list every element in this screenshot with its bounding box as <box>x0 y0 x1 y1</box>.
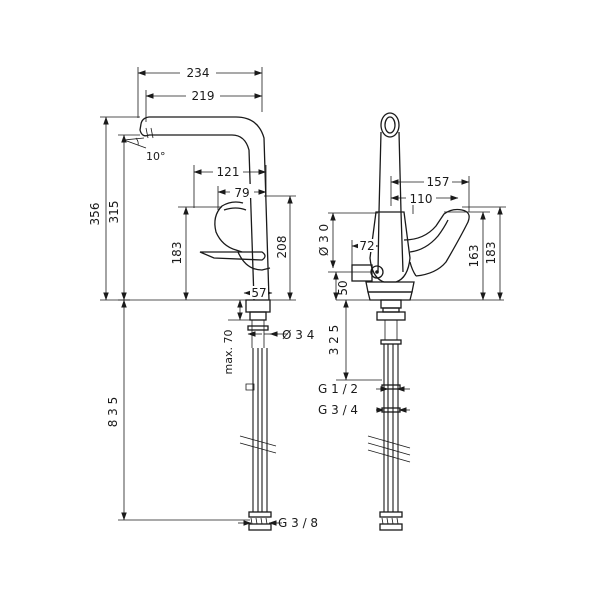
thread-large: G 3 / 4 <box>318 403 358 417</box>
dim-lever-height: 183 <box>170 242 184 265</box>
dim-lever-reach: 121 <box>217 165 240 179</box>
dim-width-overall: 234 <box>187 66 210 80</box>
front-mounting <box>376 299 406 345</box>
dim-front-lever-offset: 110 <box>410 192 433 206</box>
dim-front-lever-height-low: 163 <box>467 245 481 268</box>
dim-base-diameter: 57 <box>251 286 266 300</box>
front-view: 157 110 Ø 3 0 72 50 163 183 3 2 5 <box>317 112 506 531</box>
dim-reach: 219 <box>192 89 215 103</box>
dim-valve-depth: 3 2 5 <box>327 325 341 356</box>
thread-small: G 1 / 2 <box>318 382 358 396</box>
front-hoses <box>367 344 411 531</box>
front-spout <box>377 112 404 273</box>
side-spout <box>139 116 270 301</box>
side-lever <box>199 201 271 271</box>
side-mounting <box>245 299 271 348</box>
dim-spout-height: 315 <box>107 201 121 224</box>
dim-hose-length: 8 3 5 <box>106 397 120 428</box>
front-body <box>351 211 415 301</box>
dim-body-diameter: Ø 3 0 <box>317 224 331 256</box>
dim-front-body-offset: 72 <box>359 239 374 253</box>
dim-front-lever-height-high: 183 <box>484 242 498 265</box>
dim-height-overall: 356 <box>88 203 102 226</box>
front-lever <box>403 208 470 277</box>
dim-hole-diameter: Ø 3 4 <box>282 328 314 342</box>
dim-body-height: 208 <box>275 236 289 259</box>
dim-lever-offset: 79 <box>234 186 249 200</box>
dim-spout-angle: 10° <box>146 150 166 163</box>
side-view: 234 219 10° 356 315 121 79 183 <box>88 64 318 531</box>
dim-deck-thickness: max. 70 <box>222 330 235 375</box>
side-hoses <box>239 348 277 531</box>
dim-front-lever-reach: 157 <box>427 175 450 189</box>
thread-hose: G 3 / 8 <box>278 516 318 530</box>
dim-base-height: 50 <box>336 280 350 295</box>
